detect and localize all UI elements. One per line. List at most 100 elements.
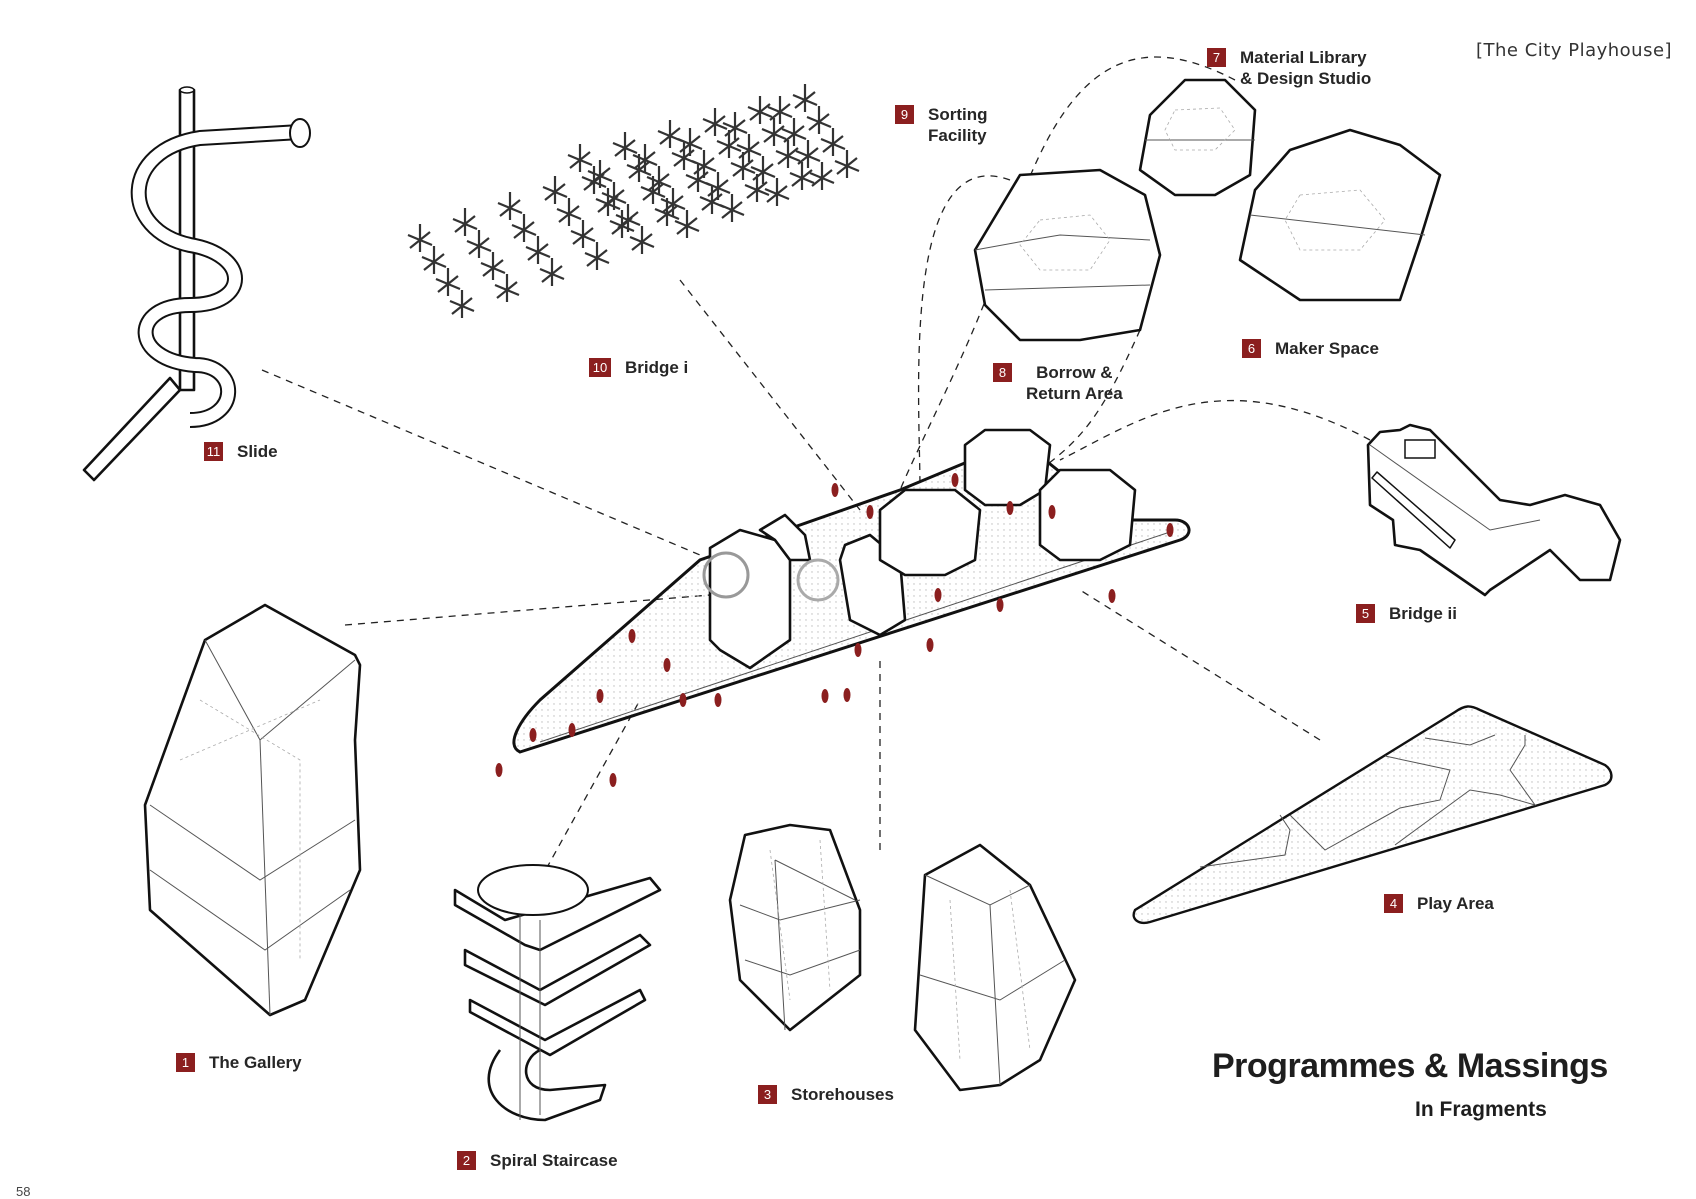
- person-figure: [831, 483, 839, 497]
- space-frame-node: [449, 290, 475, 318]
- sheet-subtitle: In Fragments: [1415, 1098, 1547, 1121]
- programme-number-badge: 6: [1242, 339, 1261, 358]
- person-figure: [951, 473, 959, 487]
- space-frame-node: [767, 96, 793, 124]
- programme-name: Sorting Facility: [928, 105, 988, 145]
- space-frame-node: [719, 194, 745, 222]
- programme-name: The Gallery: [209, 1053, 302, 1072]
- person-figure: [1166, 523, 1174, 537]
- label-spiral-staircase: 2 Spiral Staircase: [457, 1150, 618, 1171]
- sheet-title: Programmes & Massings: [1212, 1047, 1608, 1085]
- person-figure: [866, 505, 874, 519]
- person-figure: [568, 723, 576, 737]
- person-figure: [663, 658, 671, 672]
- programme-name: Borrow & Return Area: [1026, 363, 1123, 403]
- space-frame-node: [795, 140, 821, 168]
- central-site-plan: [512, 428, 1191, 754]
- programme-number-badge: 10: [589, 358, 611, 377]
- programme-name: Storehouses: [791, 1085, 894, 1104]
- space-frame-node: [435, 268, 461, 296]
- space-frame-node: [497, 192, 523, 220]
- programme-name: Slide: [237, 442, 278, 461]
- person-figure: [1006, 501, 1014, 515]
- person-figure: [609, 773, 617, 787]
- person-figure: [495, 763, 503, 777]
- spiral-staircase-massing: [453, 864, 662, 1122]
- space-frame-node: [632, 144, 658, 172]
- project-title: [The City Playhouse]: [1476, 40, 1673, 61]
- bridge-i-massing: [407, 84, 860, 318]
- space-frame-node: [421, 246, 447, 274]
- space-frame-node: [612, 132, 638, 160]
- programme-number-badge: 7: [1207, 48, 1226, 67]
- gallery-massing: [143, 603, 362, 1017]
- person-figure: [714, 693, 722, 707]
- space-frame-node: [452, 208, 478, 236]
- page-number: 58: [16, 1184, 31, 1199]
- label-borrow-return-area: 8 Borrow & Return Area: [993, 362, 1123, 404]
- person-figure: [529, 728, 537, 742]
- space-frame-node: [646, 166, 672, 194]
- person-figure: [628, 629, 636, 643]
- person-figure: [996, 598, 1004, 612]
- space-frame-node: [722, 112, 748, 140]
- play-area-massing: [1132, 705, 1613, 924]
- storehouse-b-massing: [913, 843, 1077, 1092]
- space-frame-node: [542, 176, 568, 204]
- programme-number-badge: 1: [176, 1053, 195, 1072]
- space-frame-node: [789, 162, 815, 190]
- programme-name: Spiral Staircase: [490, 1151, 618, 1170]
- person-figure: [821, 689, 829, 703]
- label-bridge-i: 10 Bridge i: [589, 357, 688, 378]
- space-frame-node: [747, 96, 773, 124]
- space-frame-node: [820, 128, 846, 156]
- space-frame-node: [556, 198, 582, 226]
- space-frame-node: [834, 150, 860, 178]
- person-figure: [1048, 505, 1056, 519]
- programme-number-badge: 11: [204, 442, 223, 461]
- space-frame-node: [480, 252, 506, 280]
- space-frame-node: [539, 258, 565, 286]
- space-frame-node: [764, 178, 790, 206]
- space-frame-node: [671, 142, 697, 170]
- material-library-massing: [1138, 78, 1257, 197]
- space-frame-node: [761, 118, 787, 146]
- label-sorting-facility: 9 Sorting Facility: [895, 104, 988, 146]
- space-frame-node: [466, 230, 492, 258]
- programme-number-badge: 4: [1384, 894, 1403, 913]
- storehouse-a-massing: [728, 823, 862, 1032]
- space-frame-node: [640, 176, 666, 204]
- programme-name: Bridge ii: [1389, 604, 1458, 623]
- space-frame-node: [750, 156, 776, 184]
- person-figure: [1108, 589, 1116, 603]
- space-frame-node: [567, 144, 593, 172]
- space-frame-node: [660, 188, 686, 216]
- space-frame-node: [702, 108, 728, 136]
- space-frame-node: [744, 174, 770, 202]
- label-maker-space: 6 Maker Space: [1242, 338, 1379, 359]
- programme-number-badge: 5: [1356, 604, 1375, 623]
- programme-number-badge: 8: [993, 363, 1012, 382]
- space-frame-node: [792, 84, 818, 112]
- space-frame-node: [730, 152, 756, 180]
- person-figure: [596, 689, 604, 703]
- space-frame-node: [570, 220, 596, 248]
- space-frame-node: [584, 242, 610, 270]
- person-figure: [843, 688, 851, 702]
- programme-name: Bridge i: [625, 358, 689, 377]
- space-frame-node: [494, 274, 520, 302]
- space-frame-node: [685, 164, 711, 192]
- space-frame-node: [595, 188, 621, 216]
- maker-space-massing: [1238, 128, 1442, 302]
- space-frame-node: [806, 106, 832, 134]
- space-frame-node: [736, 134, 762, 162]
- space-frame-node: [657, 120, 683, 148]
- space-frame-node: [629, 226, 655, 254]
- programme-name: Maker Space: [1275, 339, 1379, 358]
- space-frame-node: [626, 154, 652, 182]
- person-figure: [926, 638, 934, 652]
- label-material-library: 7 Material Library & Design Studio: [1207, 47, 1371, 89]
- label-storehouses: 3 Storehouses: [758, 1084, 894, 1105]
- people-figures: [495, 473, 1174, 787]
